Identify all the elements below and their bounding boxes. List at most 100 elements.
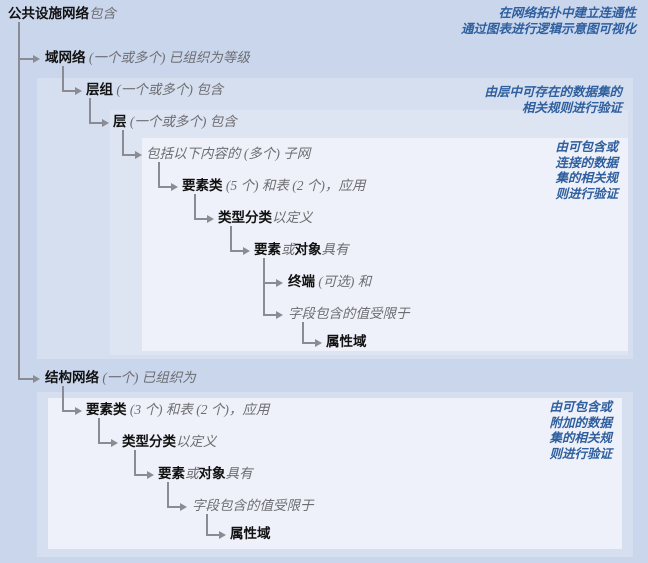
node-domain-network: 域网络 (一个或多个) 已组织为等级 (45, 50, 250, 66)
arrow-feature-to-field (276, 310, 283, 319)
connector-assettype-trunk (230, 226, 232, 252)
connector-featureclass3-trunk (98, 418, 100, 444)
connector-subnetwork-trunk (158, 162, 160, 188)
node-feature-or-object-2: 要素或对象具有 (158, 466, 253, 482)
connector-assettype-to-feature (230, 250, 244, 252)
node-field-values-2-label: 字段包含的值受限于 (192, 498, 314, 513)
connector-feature2-trunk (167, 482, 169, 508)
node-feature-or-object-1-label: 要素 (254, 242, 281, 257)
node-tier: 层 (一个或多个) 包含 (113, 114, 237, 130)
node-feature-or-object-2-conj: 或 (185, 466, 199, 481)
annotation-structure-rules: 由可包含或 附加的数据 集的相关规 则进行验证 (549, 400, 612, 461)
arrow-structure-to-featureclass (75, 406, 82, 415)
node-feature-class-5-label: 要素类 (182, 178, 223, 193)
node-tier-group-relation: (一个或多个) 包含 (113, 82, 224, 97)
node-asset-type-1-relation: 以定义 (272, 210, 313, 225)
arrow-field2-to-domain (219, 530, 226, 539)
node-domain-network-label: 域网络 (45, 50, 86, 65)
node-tier-group: 层组 (一个或多个) 包含 (86, 82, 223, 98)
node-feature-class-3-relation: (3 个) 和表 (2 个)，应用 (126, 402, 270, 417)
connector-tiergroup-trunk (89, 98, 91, 124)
node-feature-or-object-1-label2: 对象 (294, 242, 322, 257)
connector-domain-to-tiergroup (62, 90, 76, 92)
node-feature-or-object-2-label2: 对象 (198, 466, 226, 481)
node-structure-network-label: 结构网络 (45, 370, 99, 385)
connector-feature-to-field (263, 314, 277, 316)
node-root-relation: 包含 (89, 6, 116, 21)
node-field-values-1-label: 字段包含的值受限于 (288, 306, 410, 321)
node-attribute-domain-1-label: 属性域 (326, 334, 367, 349)
arrow-field-to-domain (315, 338, 322, 347)
node-tier-relation: (一个或多个) 包含 (126, 114, 237, 129)
connector-featureclass3-to-assettype (98, 442, 112, 444)
arrow-assettype2-to-feature (147, 470, 154, 479)
connector-feature-to-terminal (263, 282, 277, 284)
node-terminal: 终端 (可选) 和 (288, 274, 371, 290)
connector-assettype2-to-feature (134, 474, 148, 476)
node-attribute-domain-2: 属性域 (230, 526, 271, 542)
annotation-subnetwork-rules: 由可包含或 连接的数据 集的相关规 则进行验证 (555, 140, 618, 201)
arrow-tiergroup-to-tier (102, 118, 109, 127)
connector-tier-trunk (122, 130, 124, 156)
connector-root-to-domain (18, 58, 34, 60)
annotation-topology: 在网络拓扑中建立连通性 通过图表进行逻辑示意图可视化 (460, 6, 636, 36)
node-subnetwork-label: 包括以下内容的 (多个) 子网 (146, 146, 311, 161)
node-structure-network: 结构网络 (一个) 已组织为 (45, 370, 196, 386)
node-asset-type-2-relation: 以定义 (176, 434, 217, 449)
arrow-root-to-domain (33, 54, 40, 63)
arrow-assettype-to-feature (243, 246, 250, 255)
connector-assettype2-trunk (134, 450, 136, 476)
node-terminal-label: 终端 (288, 274, 315, 289)
connector-field-trunk (302, 322, 304, 344)
node-tier-label: 层 (113, 114, 127, 129)
connector-domain-trunk (62, 66, 64, 92)
connector-field-to-domain (302, 342, 316, 344)
node-feature-class-5: 要素类 (5 个) 和表 (2 个)，应用 (182, 178, 365, 194)
panel-structure-inner (48, 398, 622, 549)
node-feature-or-object-2-relation: 具有 (225, 466, 253, 481)
arrow-feature2-to-field (180, 502, 187, 511)
node-domain-network-relation: (一个或多个) 已组织为等级 (85, 50, 250, 65)
annotation-tier-rules: 由层中可存在的数据集的 相关规则进行验证 (484, 85, 622, 115)
arrow-tier-to-subnetwork (135, 150, 142, 159)
node-terminal-relation: (可选) 和 (315, 274, 372, 289)
connector-structure-trunk (62, 386, 64, 412)
connector-feature-trunk (263, 258, 265, 316)
panel-subnetwork (142, 138, 628, 351)
node-asset-type-2: 类型分类以定义 (122, 434, 217, 450)
node-asset-type-1-label: 类型分类 (218, 210, 272, 225)
connector-field2-trunk (206, 514, 208, 536)
node-subnetwork: 包括以下内容的 (多个) 子网 (146, 146, 310, 162)
arrow-subnetwork-to-featureclass (171, 182, 178, 191)
arrow-featureclass-to-assettype (207, 214, 214, 223)
node-attribute-domain-1: 属性域 (326, 334, 367, 350)
arrow-feature-to-terminal (276, 278, 283, 287)
node-feature-class-3: 要素类 (3 个) 和表 (2 个)，应用 (86, 402, 269, 418)
node-attribute-domain-2-label: 属性域 (230, 526, 271, 541)
node-field-values-2: 字段包含的值受限于 (192, 498, 314, 514)
node-root-label: 公共设施网络 (8, 6, 89, 21)
node-tier-group-label: 层组 (86, 82, 113, 97)
node-asset-type-1: 类型分类以定义 (218, 210, 313, 226)
node-root: 公共设施网络包含 (8, 6, 116, 22)
node-feature-class-5-relation: (5 个) 和表 (2 个)，应用 (222, 178, 366, 193)
node-feature-or-object-1: 要素或对象具有 (254, 242, 349, 258)
node-feature-class-3-label: 要素类 (86, 402, 127, 417)
arrow-featureclass3-to-assettype (111, 438, 118, 447)
node-feature-or-object-1-relation: 具有 (321, 242, 349, 257)
connector-feature2-to-field (167, 506, 181, 508)
connector-root-trunk (18, 22, 20, 379)
connector-featureclass-to-assettype (194, 218, 208, 220)
node-field-values-1: 字段包含的值受限于 (288, 306, 410, 322)
connector-tier-to-subnetwork (122, 154, 136, 156)
connector-root-to-structure (18, 378, 34, 380)
arrow-root-to-structure (33, 374, 40, 383)
connector-subnetwork-to-featureclass (158, 186, 172, 188)
node-structure-network-relation: (一个) 已组织为 (99, 370, 196, 385)
arrow-domain-to-tiergroup (75, 86, 82, 95)
connector-tiergroup-to-tier (89, 122, 103, 124)
node-asset-type-2-label: 类型分类 (122, 434, 176, 449)
node-feature-or-object-1-conj: 或 (281, 242, 295, 257)
connector-field2-to-domain (206, 534, 220, 536)
